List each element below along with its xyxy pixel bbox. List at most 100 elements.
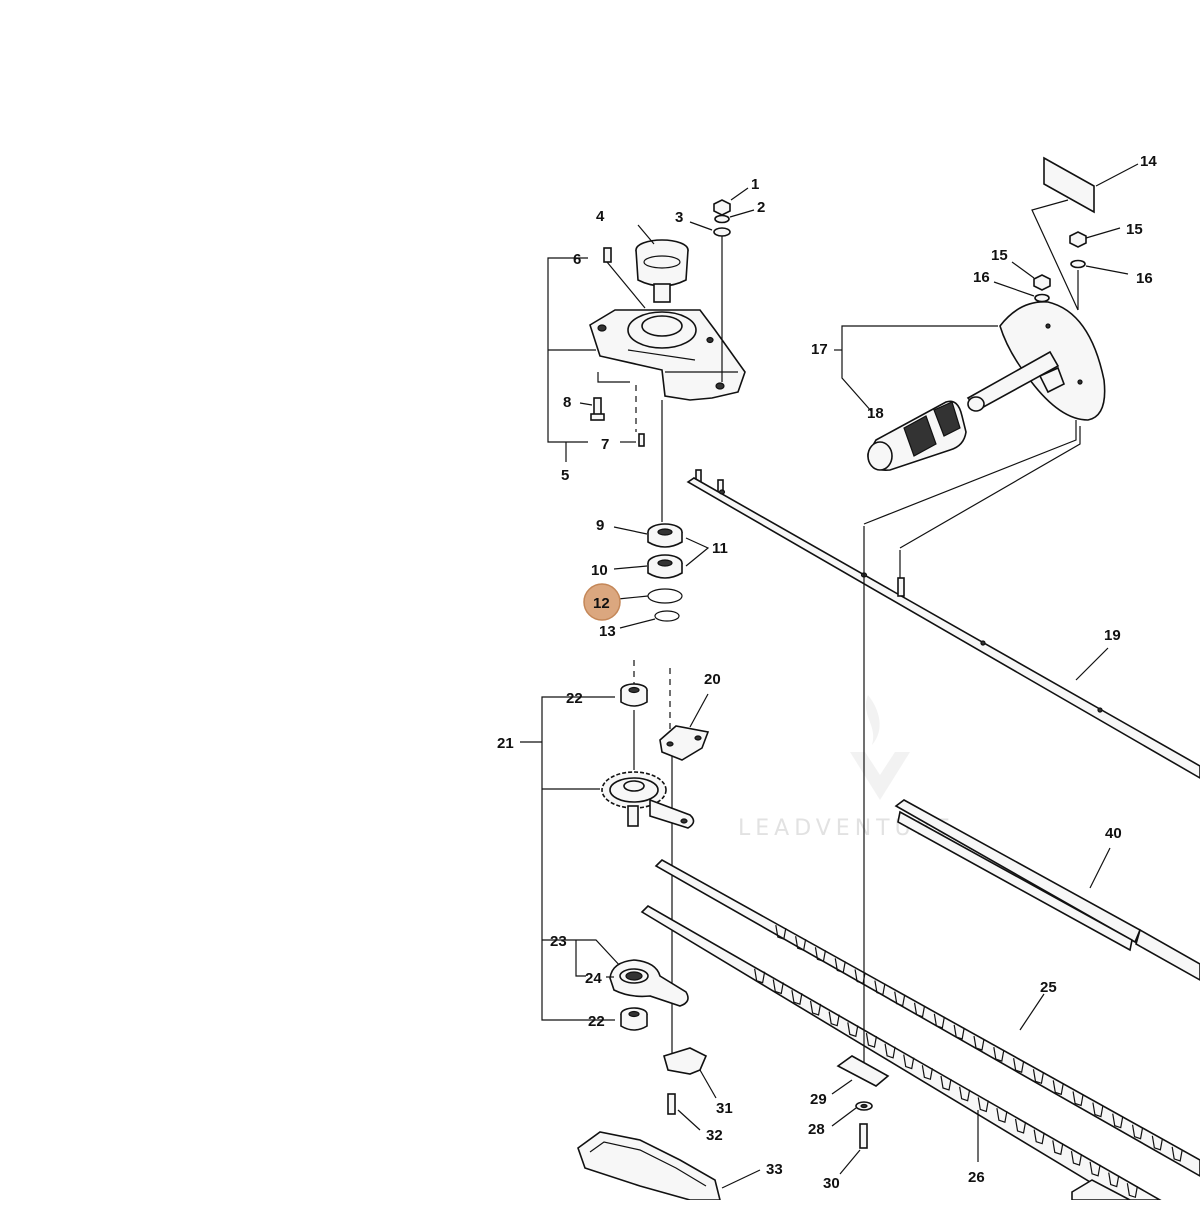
label-1: 1 xyxy=(751,176,759,193)
blade-tooth xyxy=(772,979,784,995)
label-11: 11 xyxy=(712,540,728,557)
drive-gear xyxy=(601,771,695,829)
blade-tooth xyxy=(1126,1183,1138,1199)
label-5: 5 xyxy=(561,467,569,484)
label-13: 13 xyxy=(599,623,616,640)
label-2: 2 xyxy=(757,199,765,216)
highlight-marker xyxy=(583,583,621,621)
part-29-shim xyxy=(831,1055,890,1095)
watermark-logo xyxy=(850,695,910,800)
label-6: 6 xyxy=(573,251,581,268)
blade-tooth xyxy=(1108,1172,1120,1188)
blade-tooth xyxy=(809,1000,822,1016)
blade-tooth xyxy=(1089,1161,1101,1177)
part-6-grease-nipple xyxy=(603,247,646,309)
blade-tooth xyxy=(1032,1069,1045,1085)
part-17-hand-guard xyxy=(966,301,1106,421)
part-28-washer xyxy=(831,1101,873,1127)
part-25-blade xyxy=(654,859,1200,1177)
blade-tooth xyxy=(874,980,886,996)
label-17: 17 xyxy=(811,341,828,358)
part-20-plate xyxy=(659,693,710,761)
blade-tooth xyxy=(921,1065,933,1081)
bracket-17 xyxy=(834,325,998,413)
label-24: 24 xyxy=(585,970,602,987)
part-9-bearing xyxy=(613,523,683,548)
label-8: 8 xyxy=(563,394,571,411)
blade-tooth xyxy=(894,991,906,1007)
part-16-washer-left xyxy=(993,281,1050,303)
label-30: 30 xyxy=(823,1175,840,1192)
part-33-gasket xyxy=(577,1131,761,1201)
blade-tooth xyxy=(795,936,807,951)
part-1-nut xyxy=(713,187,749,216)
part-12-circlip xyxy=(617,588,683,604)
part-2-washer xyxy=(714,209,755,224)
blade-tooth xyxy=(1072,1091,1084,1107)
label-28: 28 xyxy=(808,1121,825,1138)
blade-tooth xyxy=(996,1108,1008,1123)
label-26: 26 xyxy=(968,1169,985,1186)
blade-tooth xyxy=(775,924,787,940)
label-layer: 1 2 3 4 5 6 7 8 9 10 11 12 13 14 15 15 1… xyxy=(497,153,1157,1192)
part-24-crank xyxy=(606,959,689,1007)
label-23: 23 xyxy=(550,933,567,950)
part-4-clutch-drum xyxy=(635,224,689,303)
part-18-handle-grip xyxy=(867,400,967,471)
label-22-lower: 22 xyxy=(588,1013,605,1030)
part-22-bearing-upper xyxy=(620,683,648,707)
part-15-nut-left xyxy=(1011,261,1051,291)
blade-tooth xyxy=(791,990,803,1005)
blade-tooth xyxy=(1014,1118,1027,1134)
blade-tooth xyxy=(933,1013,945,1029)
part-32-bolt xyxy=(667,1093,701,1131)
blade-tooth xyxy=(1052,1140,1064,1156)
label-15-left: 15 xyxy=(991,247,1008,264)
label-7: 7 xyxy=(601,436,609,453)
bracket-23 xyxy=(572,939,623,977)
label-9: 9 xyxy=(596,517,604,534)
part-15-nut-right xyxy=(1069,227,1121,248)
part-7-pin xyxy=(620,385,645,447)
part-22-bearing-lower xyxy=(620,1007,648,1031)
part-31-bracket xyxy=(663,1047,717,1099)
blade-tooth xyxy=(940,1075,952,1091)
label-16-left: 16 xyxy=(973,269,990,286)
label-10: 10 xyxy=(591,562,608,579)
part-16-washer-right xyxy=(1070,259,1129,275)
bracket-21 xyxy=(520,696,615,1021)
part-19-blade-plate xyxy=(686,477,1200,779)
blade-tooth xyxy=(1131,1124,1144,1140)
label-14: 14 xyxy=(1140,153,1157,170)
label-12: 12 xyxy=(593,595,610,612)
label-16-right: 16 xyxy=(1136,270,1153,287)
blade-tooth xyxy=(828,1011,840,1027)
part-10-bearing xyxy=(613,554,683,579)
part-14-decal xyxy=(1043,156,1139,214)
label-25: 25 xyxy=(1040,979,1057,996)
blade-tooth xyxy=(1013,1058,1025,1073)
blade-tooth xyxy=(977,1097,989,1113)
blade-tooth xyxy=(959,1086,971,1102)
blade-tooth xyxy=(1092,1102,1104,1118)
label-20: 20 xyxy=(704,671,721,688)
label-4: 4 xyxy=(596,208,605,225)
part-8-bolt xyxy=(579,397,605,421)
blade-tooth xyxy=(953,1024,965,1040)
part-40-blade-guard xyxy=(894,799,1200,981)
stud-right xyxy=(897,577,905,597)
label-32: 32 xyxy=(706,1127,723,1144)
blade-tooth xyxy=(847,1022,859,1038)
blade-tooth xyxy=(903,1054,915,1070)
blade-tooth xyxy=(993,1046,1005,1062)
bracket-5 xyxy=(547,257,630,462)
label-33: 33 xyxy=(766,1161,783,1178)
label-21: 21 xyxy=(497,735,514,752)
blade-tooth xyxy=(1112,1113,1124,1129)
blade-tooth xyxy=(754,968,766,984)
blade-tooth xyxy=(814,947,827,963)
label-40: 40 xyxy=(1105,825,1122,842)
label-31: 31 xyxy=(716,1100,733,1117)
